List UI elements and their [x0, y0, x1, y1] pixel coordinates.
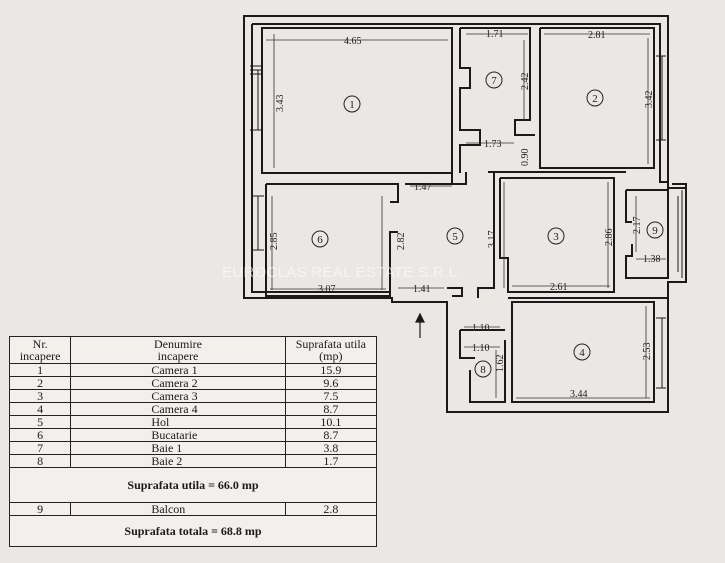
- balcony-area: 2.8: [284, 502, 378, 516]
- room-5-label: 5: [452, 231, 458, 243]
- room-6-label: 6: [317, 234, 323, 246]
- row-nr: 4: [8, 402, 72, 416]
- dim-6-inner: 2.82: [396, 233, 407, 251]
- row-name: Baie 1: [70, 441, 286, 455]
- room-markers: [311, 71, 664, 378]
- room-1-label: 1: [349, 99, 355, 111]
- area-table: Nr. incapere Denumire incapere Suprafata…: [8, 336, 378, 547]
- dim-8-top: 1.10: [472, 323, 490, 334]
- dim-7-bottom: 1.73: [484, 139, 502, 150]
- dimension-lines: [266, 33, 666, 399]
- row-area: 8.7: [284, 428, 378, 442]
- dim-2-height: 3.42: [644, 91, 655, 109]
- dim-3-width: 2.61: [550, 282, 568, 293]
- dimension-labels: 4.65 3.43 1.71 2.42 2.81 3.42 1.73 0.90 …: [269, 29, 661, 400]
- row-nr: 2: [8, 376, 72, 390]
- dim-6-height: 2.85: [269, 233, 280, 251]
- row-name: Hol: [70, 415, 286, 429]
- grand-total: Suprafata totala = 68.8 mp: [9, 515, 377, 547]
- dim-4-height: 2.53: [642, 343, 653, 361]
- row-area: 8.7: [284, 402, 378, 416]
- row-area: 15.9: [284, 363, 378, 377]
- row-nr: 6: [8, 428, 72, 442]
- room-2-label: 2: [592, 93, 598, 105]
- row-nr: 1: [8, 363, 72, 377]
- dim-3-left: 3.17: [487, 231, 498, 249]
- row-name: Bucatarie: [70, 428, 286, 442]
- room-3-label: 3: [553, 231, 559, 243]
- dim-147: 1.47: [414, 182, 432, 193]
- dim-1-height: 3.43: [275, 95, 286, 113]
- row-name: Camera 4: [70, 402, 286, 416]
- room-9-label: 9: [652, 225, 658, 237]
- balcony-nr: 9: [8, 502, 72, 516]
- dim-4-width: 3.44: [570, 389, 588, 400]
- row-name: Camera 2: [70, 376, 286, 390]
- room-8-label: 8: [480, 364, 486, 376]
- header-name: Denumire incapere: [70, 336, 286, 364]
- row-area: 10.1: [284, 415, 378, 429]
- grand-total-row: Suprafata totala = 68.8 mp: [9, 515, 377, 547]
- dim-6-width: 3.07: [318, 284, 336, 295]
- header-nr: Nr. incapere: [8, 336, 72, 364]
- row-area: 3.8: [284, 441, 378, 455]
- table-header: Nr. incapere Denumire incapere Suprafata…: [8, 336, 378, 364]
- dim-7-width: 1.71: [486, 29, 504, 40]
- useful-total-row: Suprafata utila = 66.0 mp: [9, 467, 377, 503]
- row-nr: 5: [8, 415, 72, 429]
- row-nr: 3: [8, 389, 72, 403]
- row-area: 1.7: [284, 454, 378, 468]
- useful-total: Suprafata utila = 66.0 mp: [9, 467, 377, 503]
- row-name: Baie 2: [70, 454, 286, 468]
- dim-9-width: 1.38: [643, 254, 661, 265]
- dim-3-right: 2.86: [604, 229, 615, 247]
- row-area: 7.5: [284, 389, 378, 403]
- room-numbers: 1 2 3 4 5 6 7 8 9: [317, 75, 658, 376]
- dim-1-width: 4.65: [344, 36, 362, 47]
- dim-7-height: 2.42: [520, 73, 531, 91]
- dim-8-mid: 1.10: [472, 343, 490, 354]
- windows: [250, 55, 683, 389]
- room-4-label: 4: [579, 347, 585, 359]
- dim-8-height: 1.62: [495, 355, 506, 373]
- dim-2-width: 2.81: [588, 30, 606, 41]
- watermark: EUROCLAS REAL ESTATE S.R.L.: [222, 264, 462, 281]
- walls: [243, 15, 687, 413]
- row-nr: 7: [8, 441, 72, 455]
- row-name: Camera 3: [70, 389, 286, 403]
- header-area: Suprafata utila (mp): [284, 336, 378, 364]
- balcony-name: Balcon: [70, 502, 286, 516]
- dim-9-height: 2.17: [632, 217, 643, 235]
- row-name: Camera 1: [70, 363, 286, 377]
- dim-141: 1.41: [413, 284, 431, 295]
- room-7-label: 7: [491, 75, 497, 87]
- row-area: 9.6: [284, 376, 378, 390]
- entrance-arrow: [415, 312, 425, 338]
- dim-090: 0.90: [520, 149, 531, 167]
- row-nr: 8: [8, 454, 72, 468]
